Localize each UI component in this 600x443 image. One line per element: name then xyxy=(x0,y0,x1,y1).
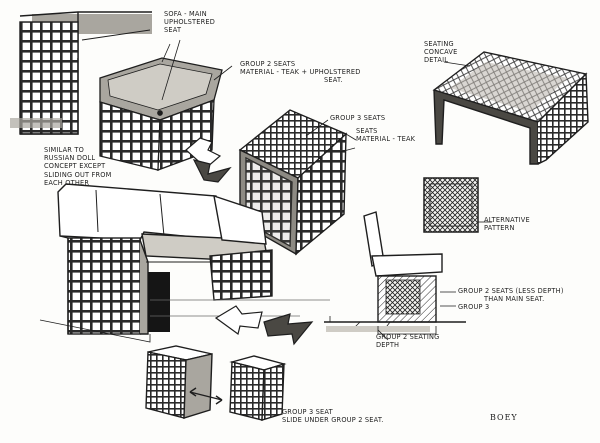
note-group3-slide: Group 3 Seat Slide under Group 2 Seat. xyxy=(282,408,384,424)
note-group2-seats: Group 2 Seats Material - Teak + Upholste… xyxy=(240,60,361,85)
note-line: Upholstered xyxy=(164,18,216,27)
note-line: than main seat. xyxy=(484,295,545,304)
group2-seat-sketch xyxy=(99,39,223,171)
note-line: Material - Teak xyxy=(356,135,416,144)
alternative-pattern-swatch xyxy=(423,177,492,233)
note-line: Seat xyxy=(164,26,182,35)
note-line: Concave xyxy=(424,48,458,57)
group3-seat-pair-sketch xyxy=(145,345,287,421)
chair-side-view-sketch xyxy=(324,211,466,335)
note-line: sliding out from xyxy=(44,170,112,179)
note-line: Depth xyxy=(376,341,400,350)
note-line: Seats xyxy=(356,127,378,136)
annotation-leader-lines xyxy=(161,43,471,341)
note-line: Group 3 Seats xyxy=(330,114,386,122)
seating-concave-detail-sketch xyxy=(432,51,589,165)
note-line: Detail xyxy=(424,56,449,65)
slide-arrows-top xyxy=(185,137,232,183)
note-group2-less-depth: Group 2 Seats (Less Depth) than main sea… xyxy=(458,287,564,303)
signature: Boey xyxy=(490,413,518,422)
note-alternative-pattern: Alternative Pattern xyxy=(484,216,530,232)
note-line: Group 2 Seats (Less Depth) xyxy=(458,287,564,295)
note-line: concept except xyxy=(44,162,106,171)
note-line: Similar to xyxy=(44,146,84,154)
note-line: Slide under Group 2 Seat. xyxy=(282,416,384,425)
note-line: Seat. xyxy=(324,76,343,85)
note-line: Group 3 xyxy=(458,303,490,311)
sofa-main-sketch xyxy=(10,11,152,135)
note-seating-concave-detail: Seating Concave Detail xyxy=(424,40,458,65)
note-sofa-main: Sofa - Main Upholstered Seat xyxy=(164,10,215,35)
note-line: Group 2 Seats xyxy=(240,60,296,68)
note-line: each other xyxy=(44,178,90,187)
note-line: Sofa - Main xyxy=(164,10,207,18)
note-russian-doll: Similar to Russian Doll concept except s… xyxy=(44,146,112,187)
note-line: Russian Doll xyxy=(44,154,96,163)
note-group2-seating-depth: Group 2 Seating Depth xyxy=(376,333,439,349)
note-line: Pattern xyxy=(484,224,515,233)
note-line: Seating xyxy=(424,40,454,48)
note-line: Material - Teak + Upholstered xyxy=(240,68,361,77)
note-group3-seats: Group 3 Seats Seats Material - Teak xyxy=(330,114,415,144)
note-group3: Group 3 xyxy=(458,303,489,311)
sofa-large-sketch xyxy=(39,183,330,343)
slide-arrows-bottom xyxy=(214,305,314,346)
note-line: Group 2 Seating xyxy=(376,333,440,341)
note-line: Group 3 Seat xyxy=(282,408,333,416)
note-line: Alternative xyxy=(484,216,530,224)
